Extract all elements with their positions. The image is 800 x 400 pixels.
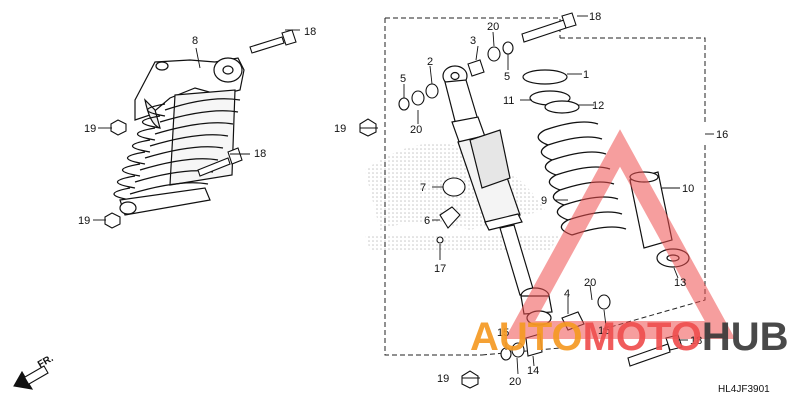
callout-19: 19 <box>84 123 96 135</box>
callout-20: 20 <box>487 21 499 33</box>
bushing-20-lower <box>511 342 525 358</box>
assembly-border <box>384 18 706 356</box>
callouts: 8 18 18 19 19 18 20 3 5 1 2 5 11 12 20 1… <box>78 11 728 388</box>
callout-6: 6 <box>424 215 430 227</box>
small-parts-center <box>359 12 577 244</box>
bolt-middle-left <box>197 147 243 177</box>
bolt-18-center <box>521 19 567 43</box>
callout-1: 1 <box>583 69 589 81</box>
callout-11: 11 <box>503 95 514 107</box>
callout-20b: 20 <box>410 124 422 136</box>
callout-19d: 19 <box>437 373 449 385</box>
callout-20c: 20 <box>584 277 596 289</box>
callout-2: 2 <box>427 56 433 68</box>
seal-15-right <box>597 294 611 310</box>
svg-text:AUTOMOTOHUB: AUTOMOTOHUB <box>470 315 789 359</box>
watermark-logo: AUTOMOTOHUB <box>470 315 789 359</box>
assembled-shock-absorber <box>113 57 245 216</box>
bolt-upper-left <box>249 29 297 54</box>
callout-9: 9 <box>541 195 547 207</box>
ring-7 <box>442 177 466 197</box>
nut-19-center <box>359 118 377 137</box>
callout-18: 18 <box>304 26 316 38</box>
washer-20-top <box>487 46 501 62</box>
seat-12 <box>544 100 580 114</box>
callout-5b: 5 <box>400 73 406 85</box>
callout-20d: 20 <box>509 376 521 388</box>
nut-left-lower <box>104 212 121 229</box>
callout-18d: 18 <box>690 335 702 347</box>
washer-5 <box>398 97 410 111</box>
bushing-20 <box>411 90 425 106</box>
callout-10: 10 <box>682 183 694 195</box>
clip-6 <box>439 206 461 229</box>
callout-17: 17 <box>434 263 446 275</box>
callout-12: 12 <box>592 100 604 112</box>
nut-19-lower <box>461 370 479 389</box>
direction-label: FR. <box>36 353 56 371</box>
callout-3: 3 <box>470 35 476 47</box>
callout-15b: 15 <box>497 327 509 339</box>
watermark-hub: HUB <box>702 315 789 359</box>
callout-13: 13 <box>674 277 686 289</box>
grease-17 <box>436 236 444 244</box>
background-wing-logo <box>365 143 560 250</box>
watermark-moto: MOTO <box>583 315 702 359</box>
callout-15: 15 <box>598 325 610 337</box>
callout-19c: 19 <box>334 123 346 135</box>
front-direction-arrow: FR. <box>13 353 56 390</box>
callout-4: 4 <box>564 288 570 300</box>
leader-lines <box>93 15 714 379</box>
callout-18c: 18 <box>589 11 601 23</box>
callout-19b: 19 <box>78 215 90 227</box>
callout-8: 8 <box>192 35 198 47</box>
washer-5-top <box>502 41 514 55</box>
bolt-18-head <box>561 12 577 29</box>
collar-3 <box>467 59 485 77</box>
watermark-triangle <box>504 129 736 339</box>
callout-14: 14 <box>527 365 539 377</box>
callout-16: 16 <box>716 129 728 141</box>
callout-7: 7 <box>420 182 426 194</box>
bearing-2 <box>425 83 439 99</box>
lock-nut-1 <box>522 69 568 85</box>
callout-18b: 18 <box>254 148 266 160</box>
diagram-code: HL4JF3901 <box>718 384 770 395</box>
callout-5: 5 <box>504 71 510 83</box>
bolt-18-lower <box>627 343 671 367</box>
watermark-auto: AUTO <box>470 315 583 359</box>
nut-left-upper <box>110 119 127 136</box>
